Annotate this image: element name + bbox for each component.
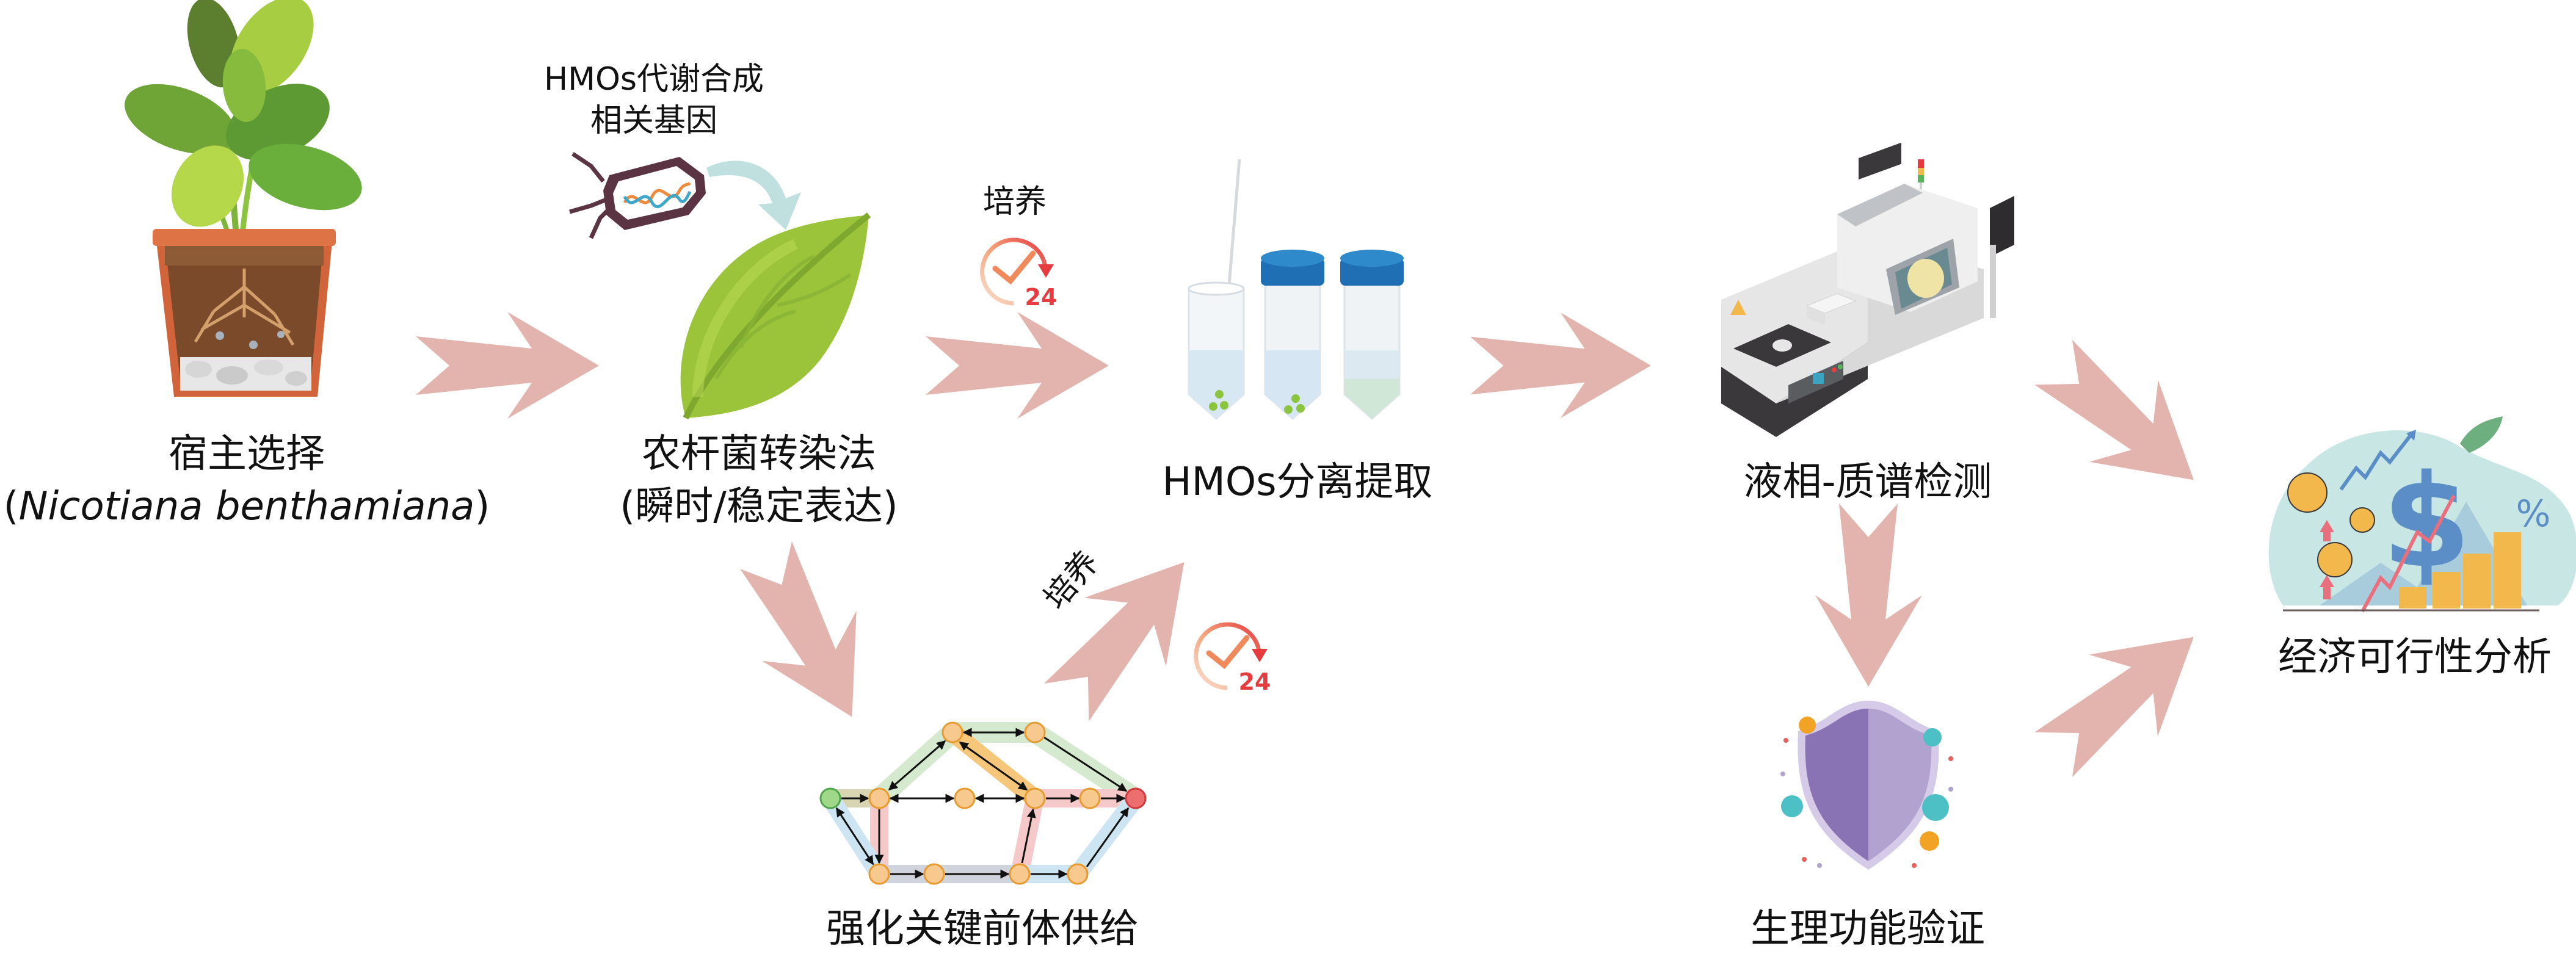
percent-symbol: % — [2516, 493, 2550, 535]
gene-label-line1: HMOs代谢合成 — [544, 61, 764, 98]
clock-hours-bottom: 24 — [1239, 668, 1271, 695]
arrow-physiology-to-economics — [2019, 596, 2228, 796]
culture-label-top: 培养 — [982, 184, 1047, 220]
paren-open: ( — [3, 484, 19, 529]
clock-24h-icon: 24 — [1194, 622, 1271, 695]
bacterium-dna-icon — [569, 152, 706, 239]
precursor-title: 强化关键前体供给 — [826, 906, 1139, 952]
species-name: Nicotiana benthamiana — [18, 484, 475, 529]
centrifuge-tubes-icon — [1188, 159, 1404, 421]
lcms-title: 液相-质谱检测 — [1743, 460, 1992, 505]
paren-close: ) — [474, 484, 490, 529]
arrow-lcms-to-economics — [2019, 321, 2229, 521]
economics-title: 经济可行性分析 — [2278, 635, 2552, 680]
leaf-icon — [680, 212, 871, 420]
physiology-title: 生理功能验证 — [1751, 906, 1985, 952]
potted-plant-icon — [125, 0, 362, 397]
transfection-title: 农杆菌转染法 — [642, 432, 876, 477]
arrow-transfection-to-precursor — [719, 530, 900, 742]
lc-ms-instrument-icon — [1721, 142, 2014, 437]
transfection-subtitle: (瞬时/稳定表达) — [620, 484, 898, 529]
shield-virus-icon — [1780, 701, 1953, 870]
host-species-subtitle: (Nicotiana benthamiana) — [4, 487, 490, 526]
metabolic-network-icon — [819, 721, 1147, 885]
clock-hours-top: 24 — [1025, 284, 1058, 311]
clock-24h-icon: 24 — [980, 237, 1058, 311]
curved-arrow-icon — [706, 161, 801, 230]
arrow-host-to-transfection — [416, 312, 599, 419]
arrow-lcms-to-physiology — [1815, 504, 1922, 687]
arrow-transfection-to-extraction — [926, 312, 1109, 419]
extraction-title: HMOs分离提取 — [1162, 460, 1433, 505]
host-selection-title: 宿主选择 — [169, 432, 325, 477]
gene-label-line2: 相关基因 — [590, 103, 718, 139]
economics-illustration-icon: $ % — [2268, 416, 2576, 613]
arrow-extraction-to-lcms — [1470, 313, 1651, 418]
